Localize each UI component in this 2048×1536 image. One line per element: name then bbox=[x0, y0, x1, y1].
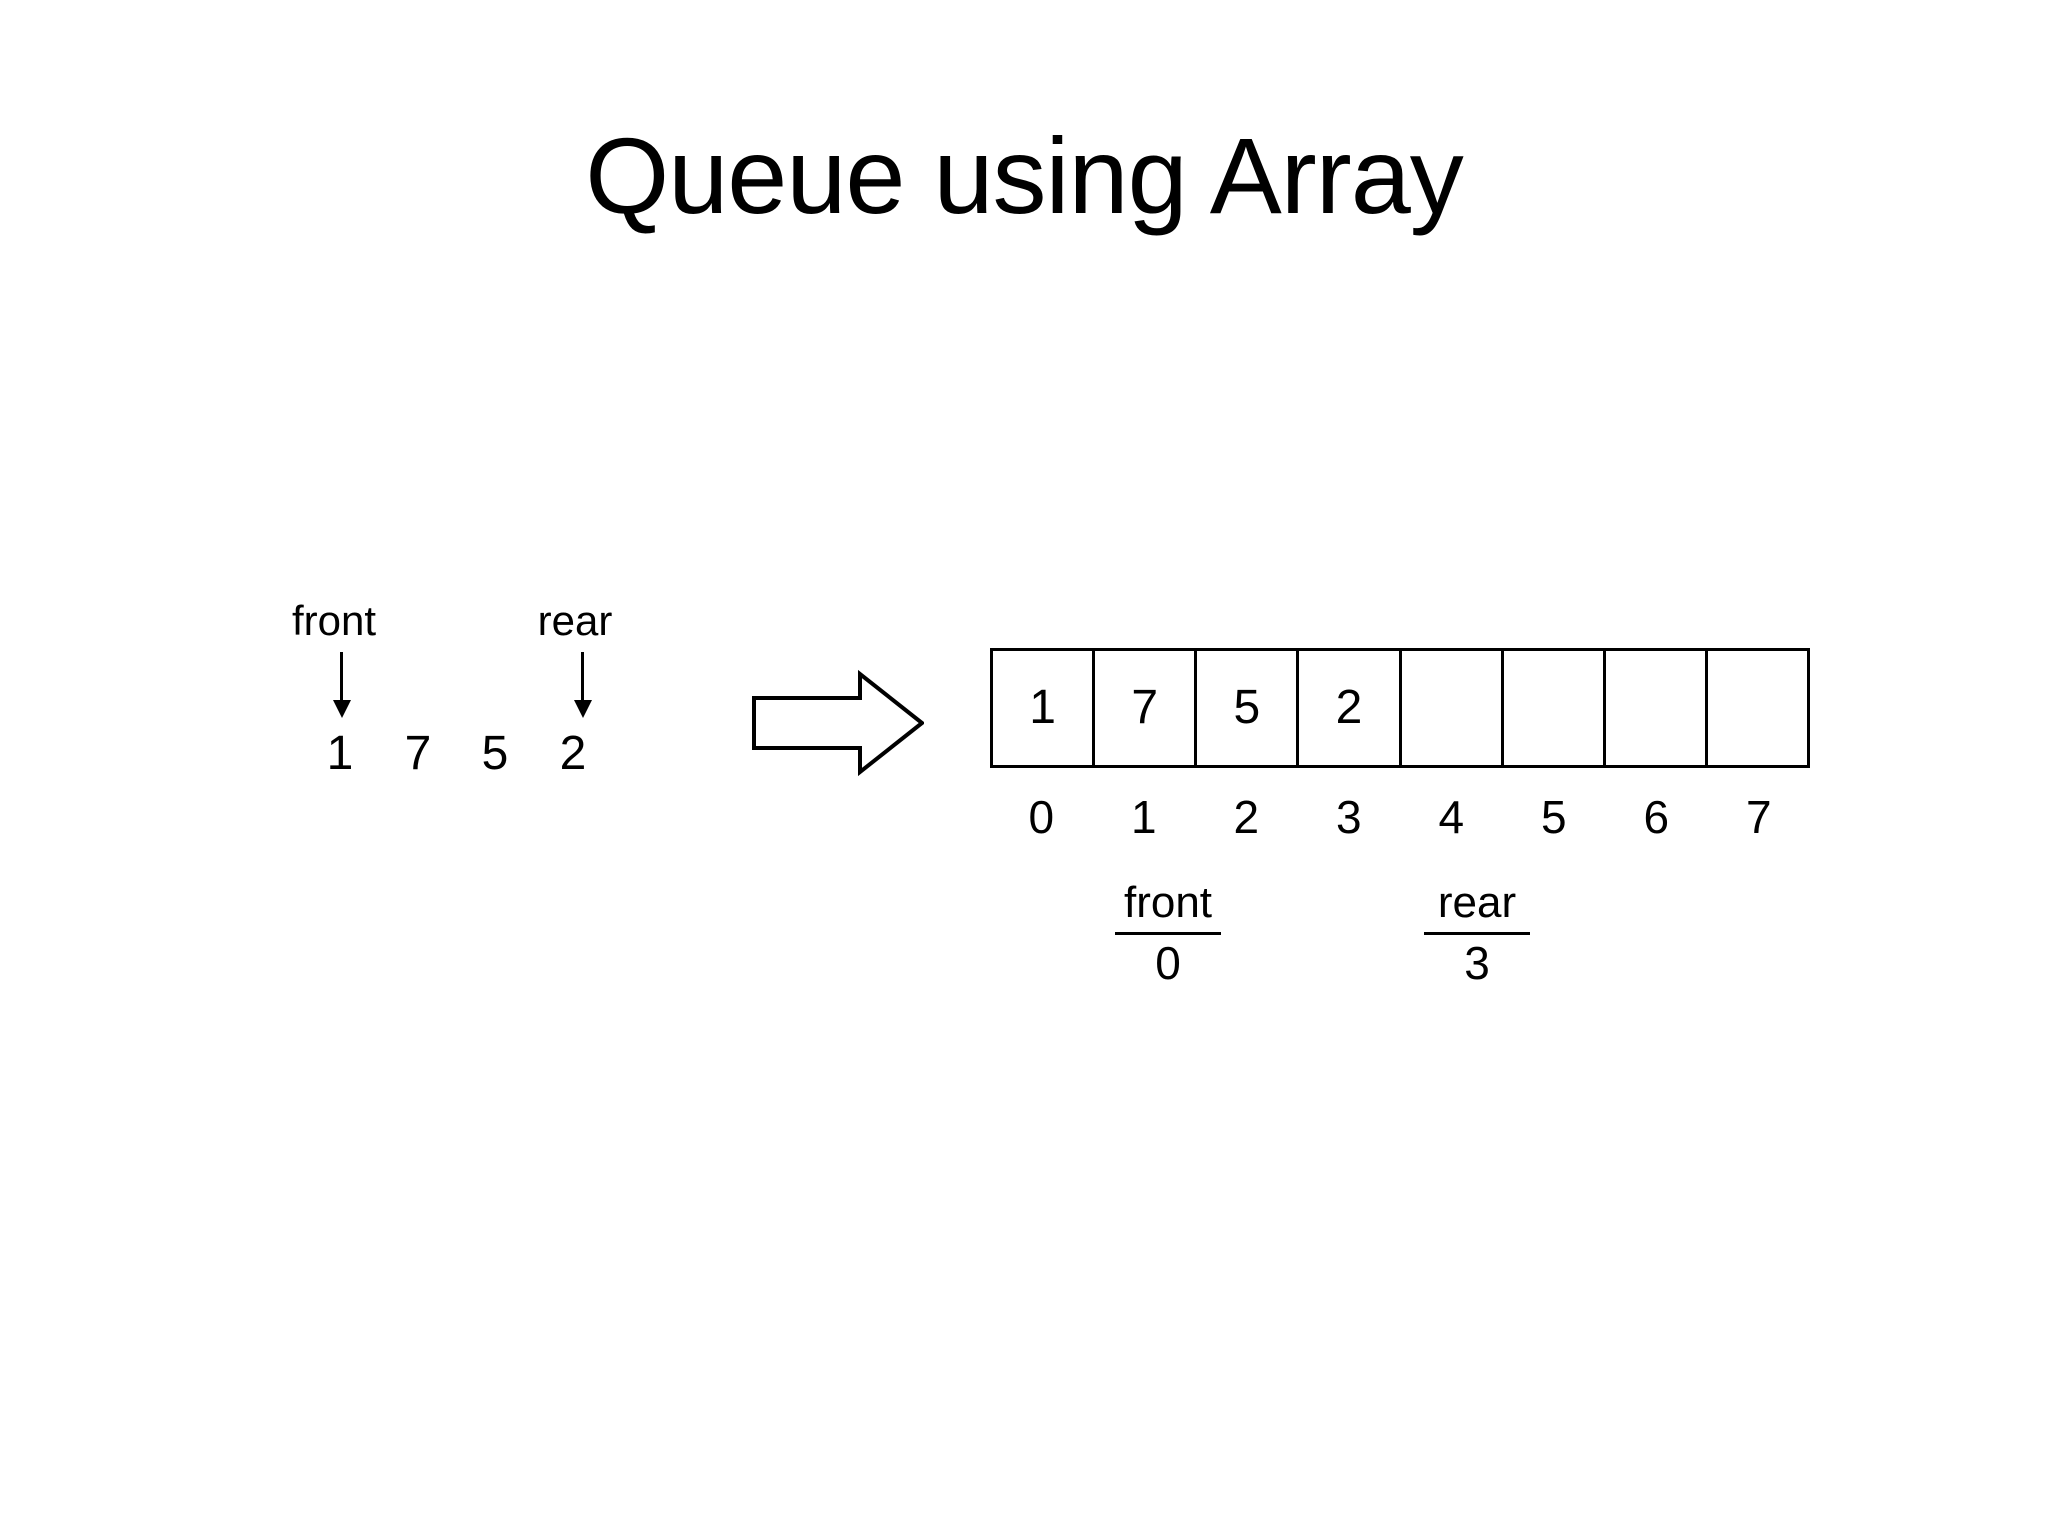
page-title: Queue using Array bbox=[585, 115, 1464, 236]
array-cell bbox=[1402, 651, 1504, 765]
rear-pointer-box: rear 3 bbox=[1387, 878, 1567, 990]
array-cell: 2 bbox=[1299, 651, 1402, 765]
array-index: 1 bbox=[1130, 791, 1157, 843]
block-right-arrow-icon bbox=[752, 668, 926, 778]
array-cells-row: 1 7 5 2 bbox=[990, 648, 1810, 768]
queue-value: 5 bbox=[481, 727, 509, 780]
array-index: 0 bbox=[1028, 791, 1055, 843]
array-cell bbox=[1504, 651, 1606, 765]
queue-values-row: 1 7 5 2 bbox=[310, 730, 630, 790]
array-index: 6 bbox=[1643, 791, 1670, 843]
array-cell: 7 bbox=[1095, 651, 1198, 765]
array-index: 4 bbox=[1438, 791, 1465, 843]
rear-pointer-name: rear bbox=[1437, 878, 1517, 927]
array-index: 5 bbox=[1540, 791, 1567, 843]
arrow-shaft bbox=[340, 652, 343, 704]
rear-pointer-label: rear bbox=[537, 597, 613, 644]
array-index: 7 bbox=[1745, 791, 1772, 843]
array-cell bbox=[1708, 651, 1807, 765]
fraction-bar bbox=[1115, 932, 1221, 936]
arrow-head bbox=[333, 700, 351, 718]
fraction-bar bbox=[1424, 932, 1530, 936]
array-cell bbox=[1606, 651, 1708, 765]
front-pointer-name: front bbox=[1123, 878, 1213, 927]
arrow-shaft bbox=[581, 652, 584, 704]
rear-down-arrow-icon bbox=[567, 652, 597, 718]
array-index-row: 0 1 2 3 4 5 6 7 bbox=[990, 794, 1810, 840]
array-cell: 5 bbox=[1197, 651, 1300, 765]
arrow-head bbox=[574, 700, 592, 718]
array-index: 2 bbox=[1233, 791, 1260, 843]
rear-pointer-value: 3 bbox=[1464, 937, 1490, 990]
array-diagram: 1 7 5 2 0 1 2 3 4 5 6 7 bbox=[990, 648, 1810, 840]
front-down-arrow-icon bbox=[326, 652, 356, 718]
queue-value: 1 bbox=[326, 727, 354, 780]
front-pointer-box: front 0 bbox=[1078, 878, 1258, 990]
queue-value: 7 bbox=[404, 727, 432, 780]
front-pointer-value: 0 bbox=[1155, 937, 1181, 990]
array-index: 3 bbox=[1335, 791, 1362, 843]
front-pointer-label: front bbox=[291, 597, 377, 644]
queue-value: 2 bbox=[559, 727, 587, 780]
array-cell: 1 bbox=[993, 651, 1096, 765]
abstract-queue-diagram: front rear 1 7 5 2 bbox=[250, 590, 650, 790]
